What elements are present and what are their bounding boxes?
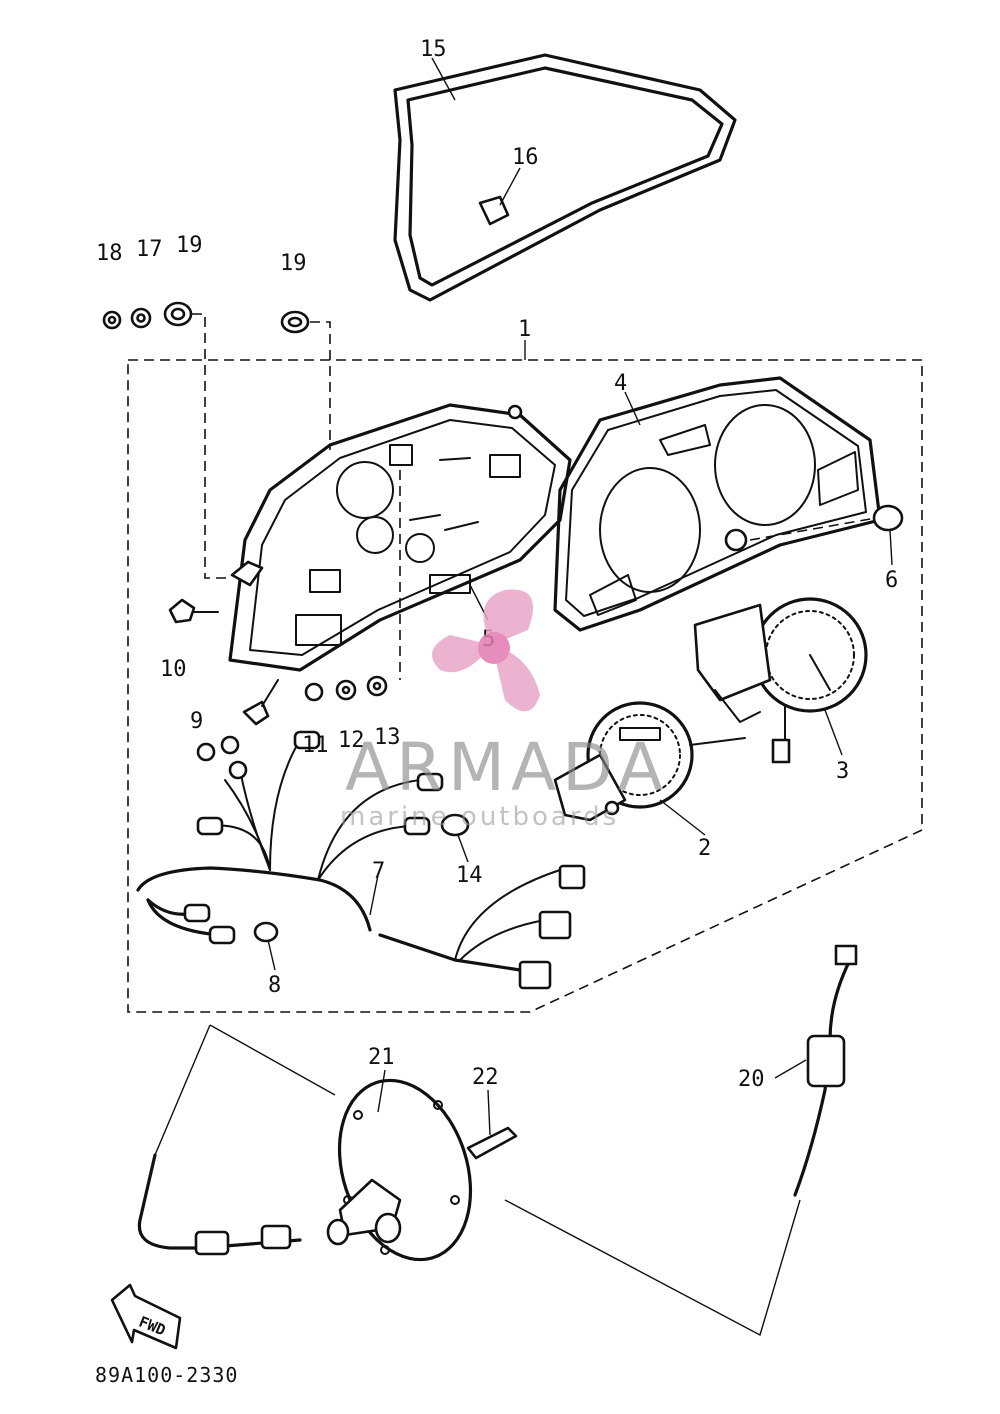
- part-code: 89A100-2330: [95, 1363, 238, 1387]
- callout-7: 7: [372, 859, 385, 884]
- assembly-boundary: [127, 359, 923, 1013]
- callout-12: 12: [338, 728, 365, 753]
- fasteners-top: [102, 301, 310, 334]
- callout-17: 17: [136, 237, 163, 262]
- callout-21: 21: [368, 1045, 395, 1070]
- bulb-6: [872, 504, 904, 532]
- callout-13: 13: [374, 725, 401, 750]
- watermark-title: ARMADA: [345, 729, 669, 806]
- callout-20: 20: [738, 1067, 765, 1092]
- watermark-subtitle: marine outboards: [340, 802, 619, 832]
- speedometer-gear: [326, 1078, 473, 1262]
- callout-3: 3: [836, 759, 849, 784]
- callout-6: 6: [885, 568, 898, 593]
- callout-leaders: [267, 57, 893, 1136]
- small-parts: [168, 598, 470, 837]
- lens-cover: [393, 53, 737, 302]
- callout-10: 10: [160, 657, 187, 682]
- callout-labels: 1 2 3 4 5 6 7 8 9 10 11 12 13 14 15 16 1…: [96, 37, 898, 1092]
- tachometer: [693, 597, 868, 764]
- fwd-arrow: FWD: [110, 1283, 182, 1350]
- watermark: ARMADA marine outboards: [340, 589, 669, 832]
- drive-pin: [466, 1126, 518, 1160]
- meter-case: [228, 403, 572, 672]
- callout-18: 18: [96, 241, 123, 266]
- callout-14: 14: [456, 863, 483, 888]
- speedometer: [553, 701, 746, 822]
- callout-19a: 19: [176, 233, 203, 258]
- callout-4: 4: [614, 371, 627, 396]
- callout-11: 11: [302, 733, 329, 758]
- callout-9: 9: [190, 709, 203, 734]
- callout-19b: 19: [280, 251, 307, 276]
- callout-2: 2: [698, 836, 711, 861]
- callout-8: 8: [268, 973, 281, 998]
- callout-22: 22: [472, 1065, 499, 1090]
- callout-1: 1: [518, 317, 531, 342]
- wire-harness: [136, 730, 586, 990]
- callout-16: 16: [512, 145, 539, 170]
- callout-15: 15: [420, 37, 447, 62]
- propeller-icon: [432, 589, 540, 712]
- face-panel: [553, 376, 882, 632]
- speedometer-cable: [137, 944, 858, 1256]
